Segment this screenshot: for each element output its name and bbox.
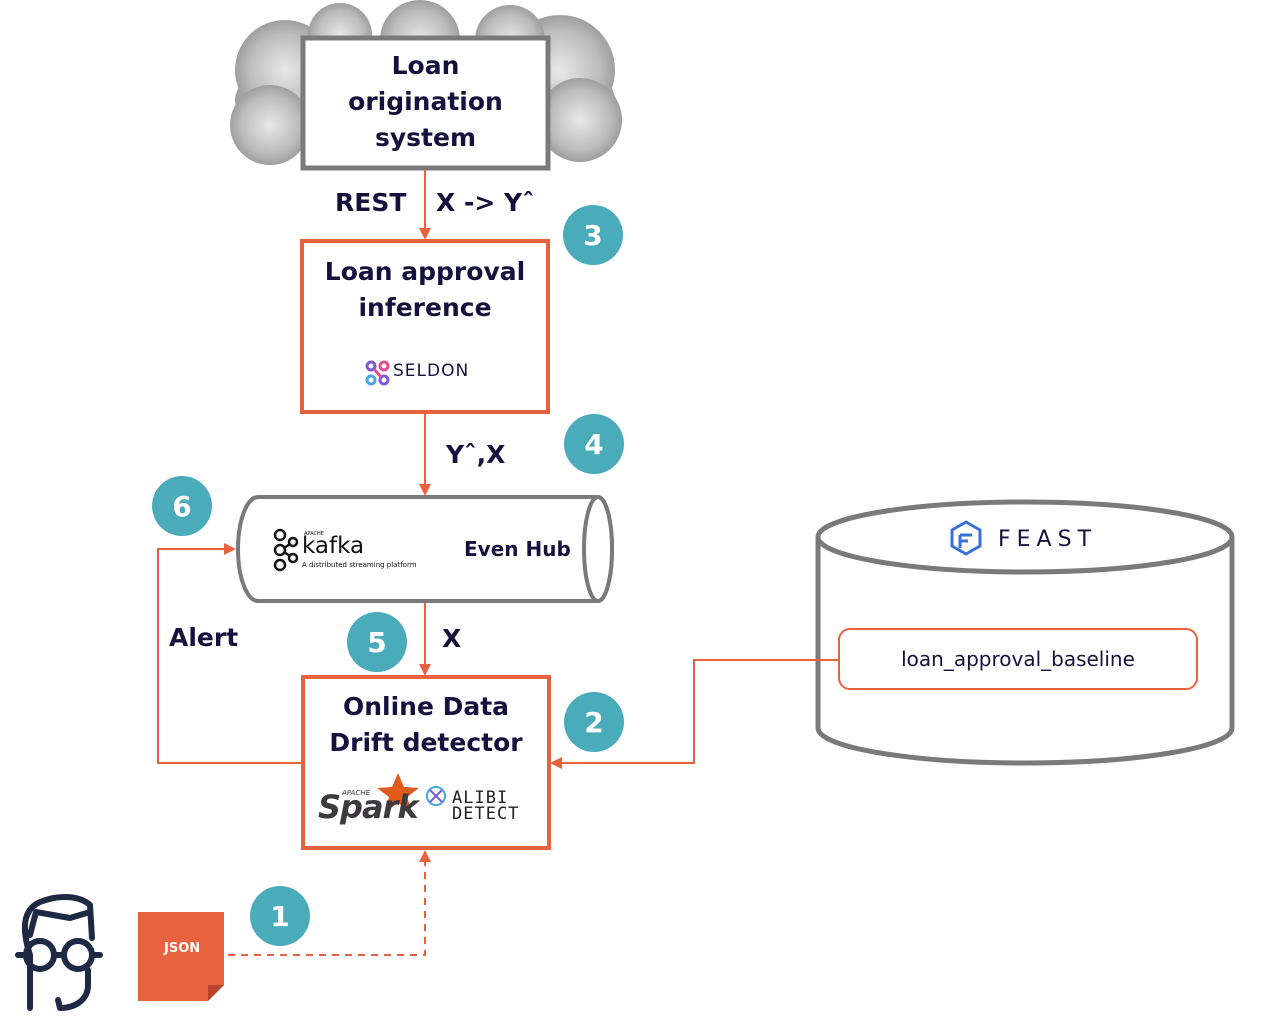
origination-box [300,35,551,171]
origination-line2: origination [348,87,503,116]
step-badge-3: 3 [563,205,623,265]
kafka-logo-text: kafka [302,533,365,559]
detector-title: Online Data Drift detector [303,689,549,761]
step-badge-5: 5 [347,612,407,672]
detector-line1: Online Data [342,692,510,721]
spark-logo-text: Spark [318,788,419,826]
step-badge-4: 4 [564,414,624,474]
detector-box [301,675,551,850]
kafka-logo-icon [273,528,299,572]
step-badge-2: 2 [564,692,624,752]
inference-line1: Loan approval [324,257,526,286]
alibi-line2: DETECT [452,804,520,824]
event-hub-label: Even Hub [464,537,571,561]
kafka-apache-text: APACHE [304,531,324,537]
detector-line2: Drift detector [329,728,523,757]
prediction-label: X -> Yˆ [436,188,535,217]
features-label: X [442,624,462,653]
event-hub-cylinder [236,495,614,603]
json-file-icon [138,912,224,1001]
feast-logo-text: FEAST [998,527,1098,552]
step-badge-6: 6 [152,476,212,536]
spark-apache-text: APACHE [342,789,371,797]
seldon-logo-text: SELDON [393,361,470,381]
origination-line1: Loan [391,51,460,80]
alibi-detect-icon [426,786,446,806]
arrow-baseline-to-detector [550,659,838,769]
rest-label: REST [335,188,407,217]
stream-label: Yˆ,X [446,440,506,469]
arrow-json-to-detector [228,850,431,956]
alert-label: Alert [169,623,239,652]
arrow-alert-to-hub [157,543,303,764]
inference-title: Loan approval inference [302,254,548,326]
seldon-logo-icon [365,360,390,386]
origination-title: Loan origination system [303,48,548,156]
feast-logo-icon [950,520,982,556]
alibi-line1: ALIBI [452,788,509,808]
baseline-field: loan_approval_baseline [838,628,1198,690]
kafka-tagline: A distributed streaming platform [302,561,417,569]
spark-star-icon [377,773,419,812]
inference-line2: inference [358,293,492,322]
baseline-field-label: loan_approval_baseline [901,647,1135,671]
json-file-label: JSON [164,941,201,956]
origination-line3: system [374,123,476,152]
inference-box [300,239,550,414]
developer-avatar-icon [15,894,103,1011]
step-badge-1: 1 [250,886,310,946]
